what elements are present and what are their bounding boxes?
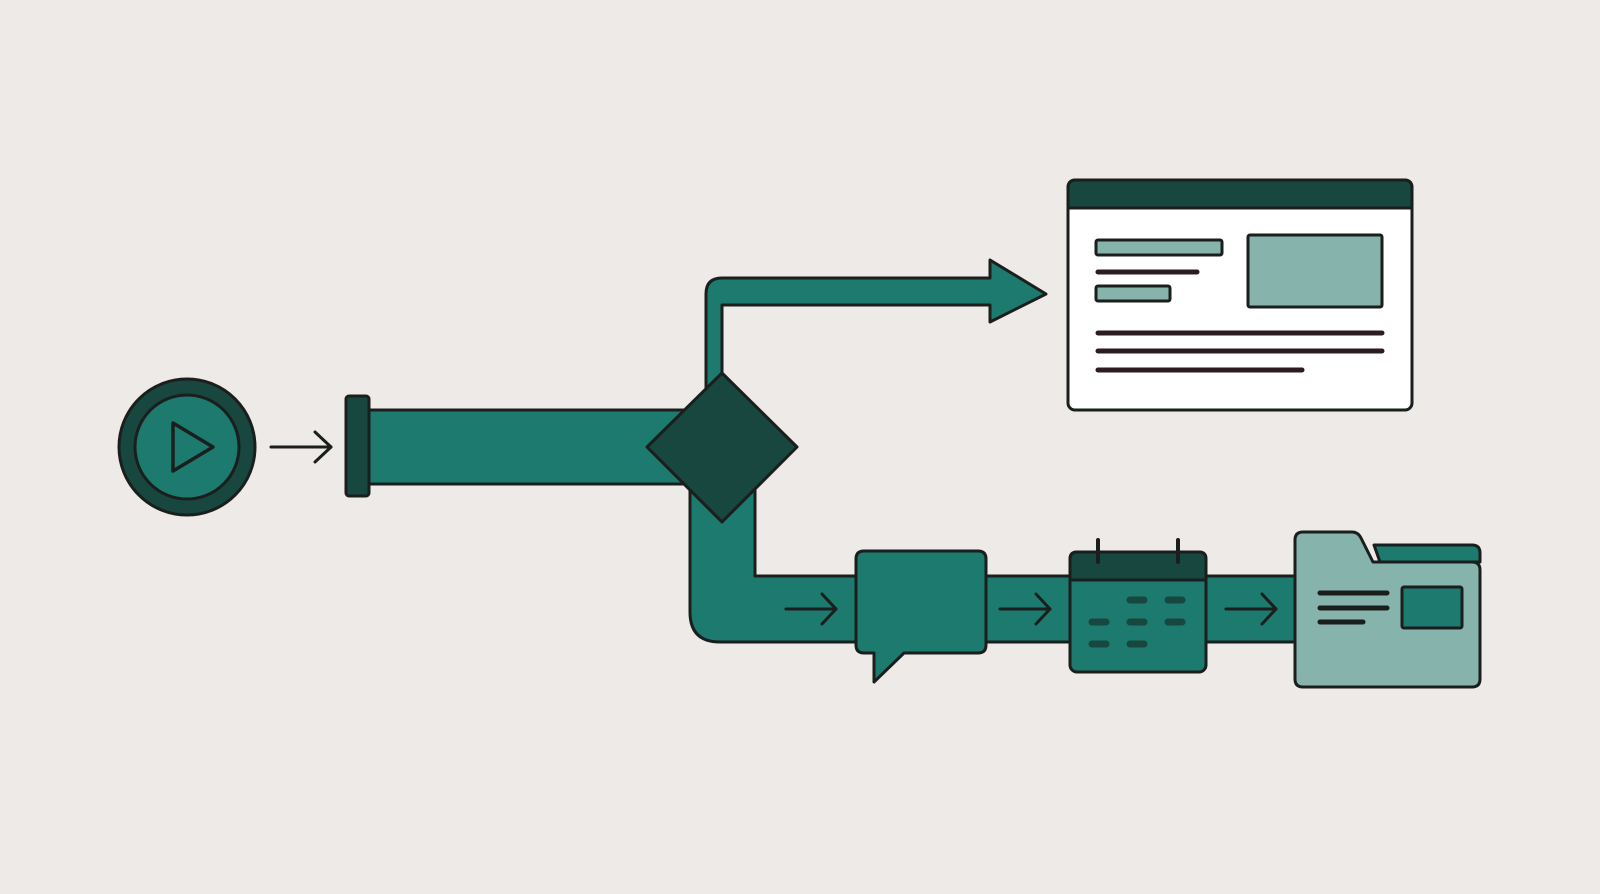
arrow-right-icon [998,592,1052,626]
decision-diamond-icon[interactable] [645,371,799,524]
arrow-right-icon [269,430,333,464]
chat-bubble-icon[interactable] [854,549,988,684]
calendar-icon[interactable] [1068,538,1208,674]
play-icon[interactable] [117,377,257,517]
arrow-right-icon [1224,592,1278,626]
upper-branch-pipe [704,258,1048,392]
arrow-right-icon [784,592,838,626]
folder-icon[interactable] [1293,530,1482,689]
web-page-icon[interactable] [1066,178,1414,412]
pipe-cap [344,394,371,498]
lower-branch-pipe [688,468,1302,644]
